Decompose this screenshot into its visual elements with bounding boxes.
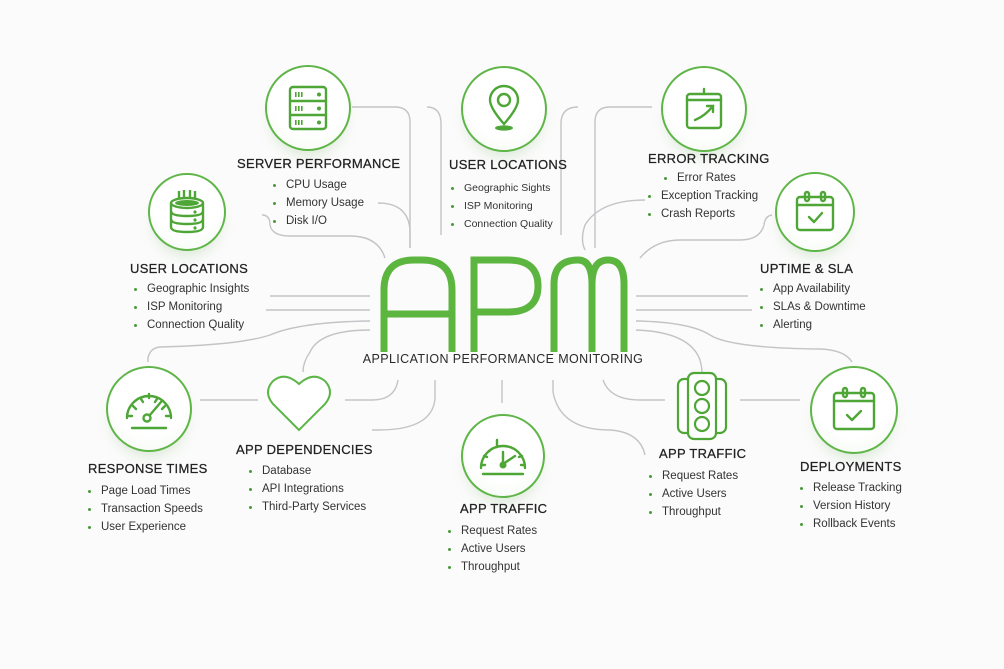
trend-chart-icon [685, 87, 723, 130]
connector [377, 202, 411, 248]
list-item: Memory Usage [273, 194, 400, 212]
list-item: Third-Party Services [249, 498, 373, 516]
connector [426, 106, 442, 235]
node-title: SERVER PERFORMANCE [237, 156, 401, 171]
list-item: ISP Monitoring [134, 298, 249, 316]
node-app-traffic-center: APP TRAFFIC Request Rates Active Users T… [448, 501, 548, 576]
node-user-locations-left: USER LOCATIONS Geographic Insights ISP M… [130, 261, 249, 334]
connector [635, 329, 703, 373]
node-uptime-sla: UPTIME & SLA App Availability SLAs & Dow… [760, 261, 866, 334]
list-item: Disk I/O [273, 212, 400, 230]
connector [635, 320, 853, 363]
list-item: Request Rates [649, 467, 746, 485]
list-item: Error Rates [664, 169, 770, 187]
list-item: Release Tracking [800, 479, 902, 497]
database-icon [169, 190, 205, 234]
node-title: USER LOCATIONS [449, 157, 568, 172]
node-title: APP DEPENDENCIES [236, 442, 373, 457]
list-item: Version History [800, 497, 902, 515]
list-item: CPU Usage [273, 176, 400, 194]
app-dependencies-icon-wrap [262, 370, 336, 436]
apm-letter-m [550, 256, 628, 352]
server-performance-icon-circle [265, 65, 351, 151]
node-error-tracking: ERROR TRACKING Error Rates Exception Tra… [648, 151, 770, 223]
node-title: APP TRAFFIC [460, 501, 548, 516]
apm-letter-a [380, 256, 456, 352]
user-locations-left-icon-circle [148, 173, 226, 251]
server-rack-icon [288, 85, 328, 131]
list-item: Throughput [649, 503, 746, 521]
list-item: Active Users [649, 485, 746, 503]
connector [602, 379, 665, 401]
list-item: Active Users [448, 540, 547, 558]
connector [372, 380, 436, 431]
list-item: Transaction Speeds [88, 500, 208, 518]
user-locations-top-icon-circle [461, 66, 547, 152]
list-item: Alerting [760, 316, 866, 334]
speedometer-icon [125, 392, 173, 430]
apm-letter-p [470, 256, 542, 352]
node-title: DEPLOYMENTS [800, 459, 902, 474]
error-tracking-icon-circle [661, 66, 747, 152]
calendar-check-icon [832, 386, 876, 431]
list-item: Connection Quality [134, 316, 249, 334]
list-item: User Experience [88, 518, 208, 536]
connector [302, 329, 371, 373]
node-title: UPTIME & SLA [760, 261, 854, 276]
node-response-times: RESPONSE TIMES Page Load Times Transacti… [88, 461, 208, 536]
connector [147, 320, 371, 359]
node-title: ERROR TRACKING [648, 151, 770, 166]
node-server-performance: SERVER PERFORMANCE CPU Usage Memory Usag… [237, 156, 400, 230]
list-item: Request Rates [448, 522, 547, 540]
node-app-traffic-right: APP TRAFFIC Request Rates Active Users T… [649, 446, 747, 521]
apm-logo [380, 256, 628, 352]
node-title: USER LOCATIONS [130, 261, 249, 276]
node-title: APP TRAFFIC [659, 446, 747, 461]
list-item: Database [249, 462, 373, 480]
uptime-sla-icon-circle [775, 172, 855, 252]
list-item: Geographic Insights [134, 280, 249, 298]
list-item: Crash Reports [648, 205, 770, 223]
connector [639, 214, 773, 259]
connector [261, 214, 386, 259]
list-item: Throughput [448, 558, 547, 576]
traffic-light-icon [676, 371, 728, 441]
list-item: App Availability [760, 280, 866, 298]
node-app-dependencies: APP DEPENDENCIES Database API Integratio… [236, 442, 373, 516]
gauge-icon [479, 438, 527, 476]
response-times-icon-circle [106, 366, 192, 452]
list-item: Connection Quality [451, 215, 567, 233]
node-title: RESPONSE TIMES [88, 461, 208, 476]
app-traffic-center-icon-circle [461, 414, 545, 498]
app-traffic-right-icon-wrap [672, 370, 732, 442]
connector [352, 106, 411, 248]
node-user-locations-top: USER LOCATIONS Geographic Sights ISP Mon… [449, 157, 567, 233]
list-item: Geographic Sights [451, 179, 567, 197]
connector [594, 106, 652, 248]
connector [581, 199, 646, 251]
list-item: Page Load Times [88, 482, 208, 500]
calendar-check-icon [795, 190, 835, 232]
node-deployments: DEPLOYMENTS Release Tracking Version His… [800, 459, 902, 533]
list-item: SLAs & Downtime [760, 298, 866, 316]
list-item: Rollback Events [800, 515, 902, 533]
heart-icon [267, 375, 331, 432]
list-item: Exception Tracking [648, 187, 770, 205]
list-item: API Integrations [249, 480, 373, 498]
connector [345, 379, 399, 401]
map-pin-icon [488, 84, 520, 131]
deployments-icon-circle [810, 366, 898, 454]
connector [552, 380, 646, 456]
apm-subtitle: APPLICATION PERFORMANCE MONITORING [362, 352, 644, 366]
connector [560, 106, 579, 235]
list-item: ISP Monitoring [451, 197, 567, 215]
